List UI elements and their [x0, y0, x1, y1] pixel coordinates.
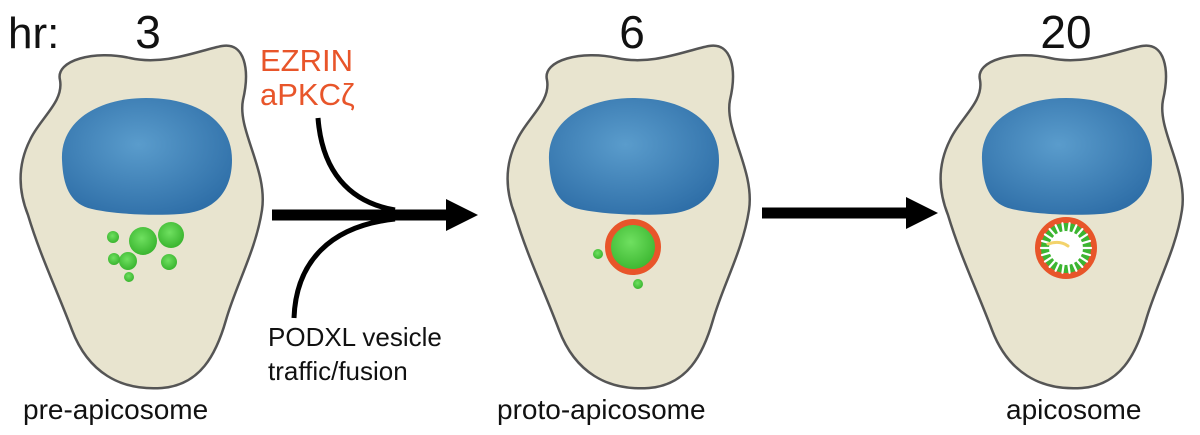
vesicle — [593, 249, 603, 259]
arrow-2 — [762, 197, 938, 229]
vesicle — [107, 231, 119, 243]
vesicle — [124, 272, 134, 282]
cell-proto-apicosome — [506, 44, 752, 390]
vesicle — [129, 227, 157, 255]
input-label-traffic-fusion: traffic/fusion — [268, 356, 408, 386]
vesicle — [158, 222, 184, 248]
microvillus — [1054, 262, 1061, 272]
microvillus — [1040, 251, 1051, 257]
microvillus — [1048, 228, 1056, 237]
input-label-apkcz: aPKCζ — [260, 77, 355, 112]
microvillus — [1043, 233, 1053, 240]
microvillus — [1079, 233, 1089, 240]
microvillus — [1071, 224, 1078, 234]
microvillus — [1081, 251, 1092, 257]
vesicle — [119, 252, 137, 270]
microvillus — [1067, 263, 1071, 274]
hr-prefix-label: hr: — [8, 9, 59, 58]
nucleus — [61, 98, 233, 215]
cell-apicosome — [939, 44, 1185, 390]
vesicle — [161, 254, 177, 270]
vesicle — [108, 253, 120, 265]
microvillus — [1061, 263, 1065, 274]
stage-label-pre-apicosome: pre-apicosome — [23, 394, 208, 425]
apicosome-lumen — [1035, 217, 1097, 279]
pre-apicosome-vesicles — [107, 222, 184, 282]
microvillus — [1048, 259, 1056, 268]
nucleus — [548, 98, 719, 215]
microvillus — [1081, 239, 1092, 245]
stage-label-apicosome: apicosome — [1006, 394, 1141, 425]
microvillus — [1067, 222, 1071, 233]
stage-label-proto-apicosome: proto-apicosome — [497, 394, 706, 425]
microvillus — [1054, 224, 1061, 234]
time-label-6: 6 — [619, 6, 645, 58]
microvillus — [1079, 256, 1089, 263]
proto-apicosome-lumen — [605, 219, 661, 275]
input-label-podxl: PODXL vesicle — [268, 322, 442, 352]
microvillus — [1043, 256, 1053, 263]
vesicle — [633, 279, 643, 289]
time-label-3: 3 — [135, 6, 161, 58]
cell-pre-apicosome — [19, 44, 265, 390]
microvillus — [1076, 228, 1084, 237]
microvillus — [1061, 222, 1065, 233]
microvillus — [1071, 262, 1078, 272]
merge-arrow-1 — [272, 117, 478, 319]
microvillus — [1076, 259, 1084, 268]
input-label-ezrin: EZRIN — [260, 43, 353, 78]
nucleus — [981, 98, 1152, 215]
time-label-20: 20 — [1040, 6, 1091, 58]
